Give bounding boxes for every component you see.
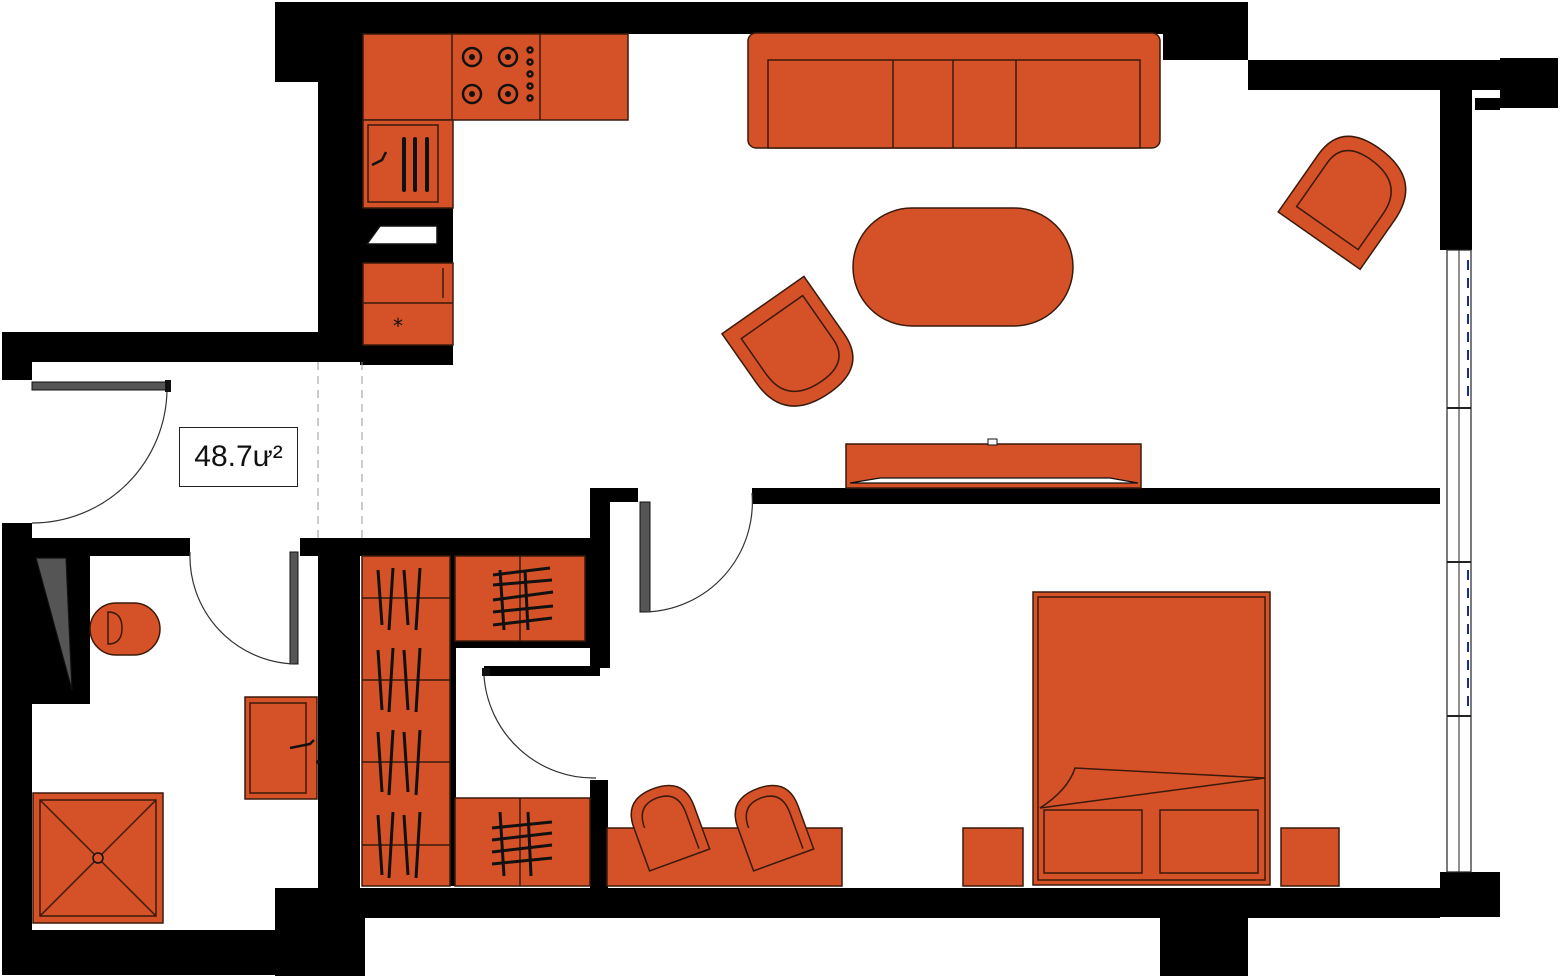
wardrobe-door — [482, 668, 597, 779]
chair-2 — [734, 784, 815, 872]
window-right — [1446, 249, 1472, 873]
tv-unit — [845, 438, 1142, 489]
toilet — [35, 557, 161, 691]
bedroom-door — [639, 492, 753, 613]
armchair-left — [720, 275, 854, 407]
chair-1 — [630, 784, 711, 872]
oval-table — [852, 207, 1074, 327]
wardrobe-tall — [361, 555, 451, 887]
wardrobe-lower — [454, 797, 591, 887]
shower-tray — [32, 792, 164, 924]
hall-opening-dashes — [317, 362, 363, 538]
fridge: * — [365, 225, 438, 338]
armchair-right — [1277, 135, 1407, 271]
wardrobe-upper — [454, 555, 586, 642]
washbasin — [244, 696, 320, 800]
entrance-door — [31, 380, 171, 524]
stove — [461, 46, 534, 105]
svg-text:*: * — [393, 314, 403, 338]
bathroom-door — [189, 551, 299, 665]
area-label: 48.7ư² — [179, 427, 298, 487]
kitchen-counter — [362, 33, 629, 346]
double-bed — [1032, 591, 1271, 886]
sofa — [747, 32, 1161, 149]
nightstand-left — [962, 827, 1024, 887]
nightstand-right — [1280, 827, 1340, 887]
sink — [371, 137, 429, 192]
